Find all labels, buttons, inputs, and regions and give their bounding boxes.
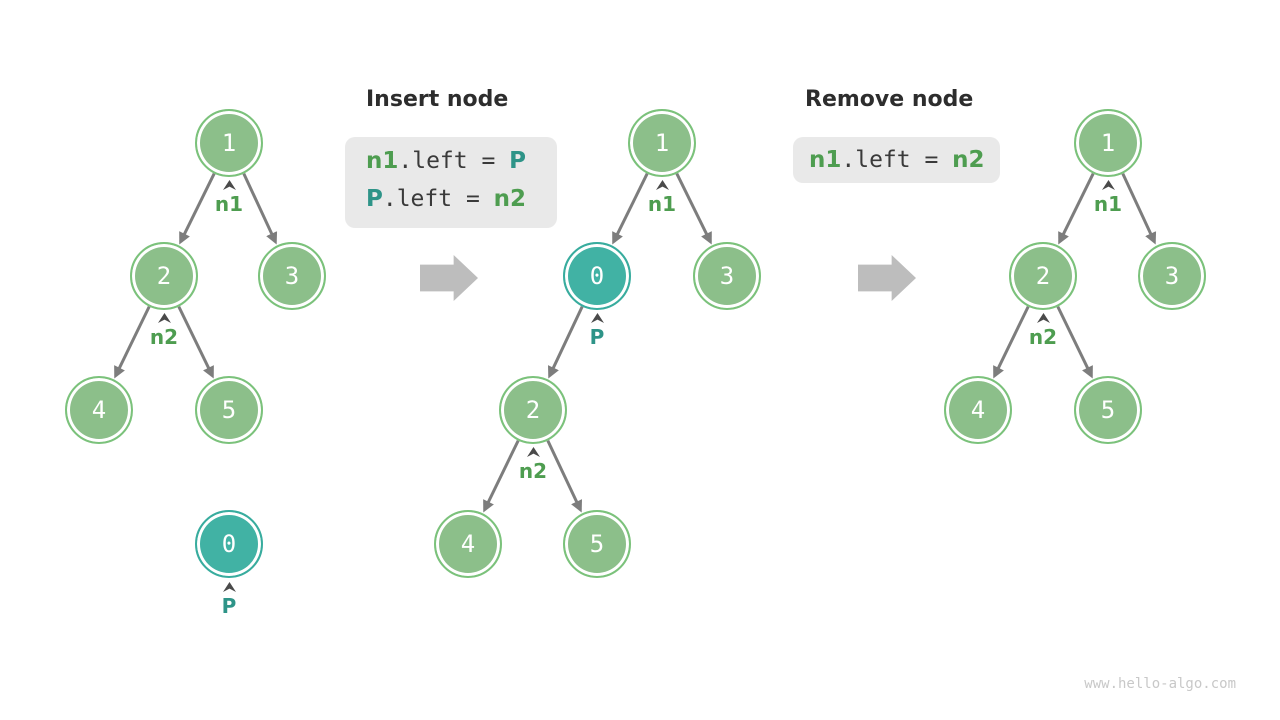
code-line: n1.left = n2 [793, 137, 1000, 183]
code-token-p: P [366, 186, 383, 212]
tree-node: 3 [258, 242, 326, 310]
pointer-caret-icon [222, 582, 236, 592]
remove-code-box: n1.left = n2 [793, 137, 1000, 183]
tree-node: 2 [1009, 242, 1077, 310]
insert-code-box: n1.left = P P.left = n2 [345, 137, 557, 228]
pointer-caret-icon [655, 180, 669, 190]
tree-node: 4 [434, 510, 502, 578]
node-label: 5 [221, 396, 237, 424]
code-token-n1: n1 [366, 148, 399, 174]
pointer-n1: n1 [1086, 180, 1130, 214]
pointer-label: n1 [214, 192, 244, 216]
code-token: .left = [841, 147, 953, 173]
node-label: 2 [156, 262, 172, 290]
pointer-caret-icon [1101, 180, 1115, 190]
pointer-label: n2 [149, 325, 179, 349]
node-label: 3 [719, 262, 735, 290]
pointer-n2: n2 [142, 313, 186, 347]
code-line: P.left = n2 [345, 180, 557, 218]
code-token: .left = [382, 186, 494, 212]
pointer-label: n1 [647, 192, 677, 216]
node-label: 1 [654, 129, 670, 157]
pointer-label: n2 [1028, 325, 1058, 349]
tree-node: 2 [499, 376, 567, 444]
code-token-n2: n2 [952, 147, 985, 173]
tree-node: 5 [1074, 376, 1142, 444]
pointer-n1: n1 [207, 180, 251, 214]
pointer-label: P [589, 325, 605, 349]
remove-section-title: Remove node [805, 87, 974, 112]
tree-node: 1 [195, 109, 263, 177]
pointer-label: P [221, 594, 237, 618]
pointer-n2: n2 [1021, 313, 1065, 347]
tree-node: 2 [130, 242, 198, 310]
node-label: 4 [970, 396, 986, 424]
node-label: 2 [1035, 262, 1051, 290]
site-watermark: www.hello-algo.com [1084, 676, 1236, 692]
pointer-p: P [207, 582, 251, 616]
insert-section-title: Insert node [366, 87, 509, 112]
node-label: 0 [221, 530, 237, 558]
pointer-n2: n2 [511, 447, 555, 481]
node-label: 4 [91, 396, 107, 424]
transition-arrow-icon [858, 255, 916, 301]
node-label: 1 [221, 129, 237, 157]
tree-node-new: 0 [195, 510, 263, 578]
pointer-caret-icon [526, 447, 540, 457]
node-label: 3 [1164, 262, 1180, 290]
pointer-label: n1 [1093, 192, 1123, 216]
tree-node: 3 [1138, 242, 1206, 310]
pointer-p: P [575, 313, 619, 347]
pointer-caret-icon [222, 180, 236, 190]
pointer-n1: n1 [640, 180, 684, 214]
tree-node: 4 [65, 376, 133, 444]
code-token: .left = [398, 148, 510, 174]
tree-node: 5 [195, 376, 263, 444]
tree-node: 1 [1074, 109, 1142, 177]
tree-node: 3 [693, 242, 761, 310]
pointer-caret-icon [590, 313, 604, 323]
pointer-caret-icon [157, 313, 171, 323]
tree-node: 4 [944, 376, 1012, 444]
code-token-n2: n2 [493, 186, 527, 212]
code-line: n1.left = P [345, 142, 557, 180]
transition-arrow-icon [420, 255, 478, 301]
tree-node: 5 [563, 510, 631, 578]
node-label: 2 [525, 396, 541, 424]
code-token-n1: n1 [809, 147, 842, 173]
node-label: 5 [589, 530, 605, 558]
pointer-label: n2 [518, 459, 548, 483]
node-label: 5 [1100, 396, 1116, 424]
node-label: 3 [284, 262, 300, 290]
pointer-caret-icon [1036, 313, 1050, 323]
tree-node: 1 [628, 109, 696, 177]
tree-node-new: 0 [563, 242, 631, 310]
node-label: 0 [589, 262, 605, 290]
node-label: 4 [460, 530, 476, 558]
code-token-p: P [509, 148, 527, 174]
node-label: 1 [1100, 129, 1116, 157]
